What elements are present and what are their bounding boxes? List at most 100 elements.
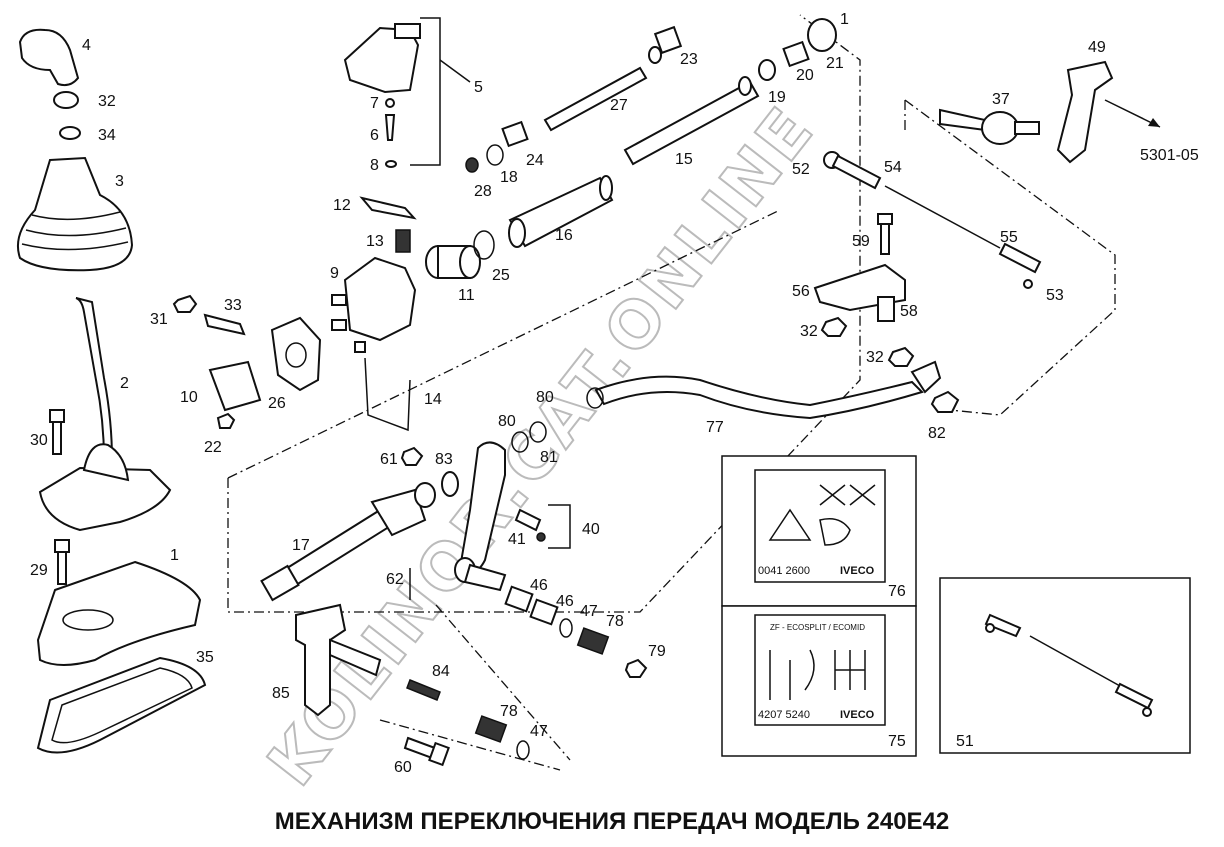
- label-47-b: 47: [530, 723, 548, 740]
- gasket: [36, 656, 207, 754]
- coupling-11: [425, 245, 481, 279]
- nut-79: [624, 658, 648, 678]
- label-24: 24: [526, 152, 544, 169]
- label-32-c: 32: [866, 349, 884, 366]
- plate-12: [359, 196, 417, 220]
- label-28: 28: [474, 183, 492, 200]
- label-62: 62: [386, 571, 404, 588]
- label-25: 25: [492, 267, 510, 284]
- decal-panel-76: [721, 455, 917, 607]
- label-22: 22: [204, 439, 222, 456]
- label-29: 29: [30, 562, 48, 579]
- label-79: 79: [648, 643, 666, 660]
- shift-rod-77: [594, 360, 942, 420]
- label-35: 35: [196, 649, 214, 666]
- lever-40: [454, 441, 507, 592]
- spring-78-a: [576, 627, 610, 655]
- shaft-27: [543, 46, 662, 132]
- decal-76-brand: IVECO: [840, 565, 875, 577]
- pin-84: [406, 679, 441, 701]
- shaft-17: [260, 482, 436, 602]
- label-46-a: 46: [530, 577, 548, 594]
- tie-rod-54: [884, 185, 1001, 249]
- bushing-58: [877, 296, 895, 322]
- label-53: 53: [1046, 287, 1064, 304]
- label-58: 58: [900, 303, 918, 320]
- label-32-b: 32: [800, 323, 818, 340]
- bolt-33: [203, 313, 246, 336]
- decal-panel-75: [721, 605, 917, 757]
- label-75: 75: [888, 733, 906, 750]
- label-80-a: 80: [536, 389, 554, 406]
- ring-47-b: [516, 740, 530, 760]
- label-81: 81: [540, 449, 558, 466]
- decal-76-code: 0041 2600: [758, 565, 810, 577]
- label-7: 7: [370, 95, 379, 112]
- ring-80-b: [511, 431, 529, 453]
- fitting-41: [514, 504, 571, 549]
- nut-32-c: [887, 346, 915, 367]
- label-55: 55: [1000, 229, 1018, 246]
- label-54: 54: [884, 159, 902, 176]
- label-80-b: 80: [498, 413, 516, 430]
- gear-lever-boot: [16, 156, 134, 272]
- label-59: 59: [852, 233, 870, 250]
- label-5301-05: 5301-05: [1140, 147, 1199, 164]
- label-6: 6: [370, 127, 379, 144]
- spring-13: [395, 229, 411, 253]
- ring-81: [529, 421, 547, 443]
- ring-19: [758, 59, 776, 81]
- label-47-a: 47: [580, 603, 598, 620]
- decal-75-brand: IVECO: [840, 709, 875, 721]
- sleeve-16: [508, 175, 614, 248]
- bushing-24: [501, 120, 529, 148]
- label-26: 26: [268, 395, 286, 412]
- label-21: 21: [826, 55, 844, 72]
- bushing-46-b: [529, 598, 559, 626]
- label-14: 14: [424, 391, 442, 408]
- label-85: 85: [272, 685, 290, 702]
- label-83: 83: [435, 451, 453, 468]
- ball-joint-52: [823, 151, 882, 190]
- label-56: 56: [792, 283, 810, 300]
- label-11: 11: [458, 287, 475, 304]
- label-8: 8: [370, 157, 379, 174]
- label-13: 13: [366, 233, 384, 250]
- spring-78-b: [474, 715, 508, 743]
- label-78-b: 78: [500, 703, 518, 720]
- label-3: 3: [115, 173, 124, 190]
- label-33: 33: [224, 297, 242, 314]
- bolt-60: [403, 736, 450, 767]
- labels: 4 32 34 3 2 30 1 29 35 7 6 8 5 12 13 9 1…: [30, 11, 1199, 776]
- base-plate: [36, 560, 202, 666]
- bushing-20: [782, 40, 810, 68]
- nut-22: [216, 412, 236, 429]
- label-51: 51: [956, 733, 974, 750]
- label-1-top: 1: [840, 11, 849, 28]
- bracket: [343, 17, 471, 168]
- bushing-23: [653, 25, 683, 55]
- joint-37: [939, 108, 1040, 145]
- label-1: 1: [170, 547, 179, 564]
- nut-61: [400, 446, 424, 466]
- ring-47-a: [559, 618, 573, 638]
- label-77: 77: [706, 419, 724, 436]
- nut-28: [465, 157, 479, 173]
- nut-82: [930, 390, 960, 413]
- label-61: 61: [380, 451, 398, 468]
- ring-80-a: [586, 387, 604, 409]
- label-4: 4: [82, 37, 91, 54]
- label-49: 49: [1088, 39, 1106, 56]
- ball-joint-53: [998, 242, 1042, 289]
- decal-75-heading: ZF - ECOSPLIT / ECOMID: [770, 623, 865, 632]
- label-16: 16: [555, 227, 573, 244]
- panel-51: [939, 577, 1191, 754]
- ring-25: [473, 230, 495, 260]
- gear-knob: [18, 28, 81, 140]
- bolt-29: [54, 539, 70, 585]
- gear-lever: [38, 297, 172, 532]
- label-19: 19: [768, 89, 786, 106]
- nut-31: [172, 294, 198, 313]
- bolt-30: [49, 409, 65, 455]
